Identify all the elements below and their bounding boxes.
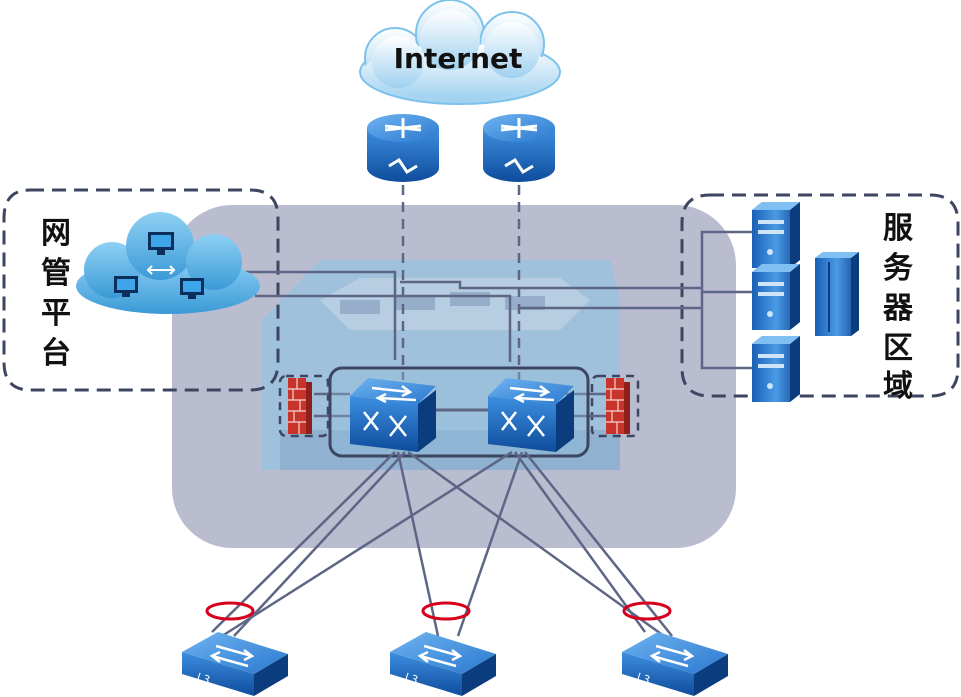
l3-switch-icon: [622, 632, 728, 696]
firewall-left-box: [278, 374, 330, 438]
access-switch-tag: L3: [403, 670, 420, 686]
core-switch-icon: [488, 378, 574, 452]
server-label: 服 务 器 区 域: [882, 211, 914, 404]
server-region: [680, 193, 960, 398]
management-label-char: 网: [41, 216, 71, 251]
firewall-icon: [288, 378, 312, 434]
management-region: [2, 188, 280, 392]
server-icon: [752, 202, 800, 268]
management-label-char: 台: [41, 336, 71, 371]
firewall-right: [606, 378, 630, 434]
server-label-char: 务: [883, 251, 913, 286]
internet-label: Internet: [394, 42, 523, 75]
firewall-left: [288, 378, 312, 434]
firewall-icon: [606, 378, 630, 434]
management-label-char: 平: [41, 296, 71, 331]
link-aggregation-ring-3: [622, 601, 672, 621]
server-3: [752, 336, 800, 402]
server-label-char: 器: [882, 291, 914, 326]
access-switch-1: L3: [182, 632, 288, 696]
server-1: [752, 202, 800, 268]
router-1: [367, 114, 439, 182]
server-icon: [752, 336, 800, 402]
access-switch-tag: L3: [635, 670, 652, 686]
cloud-icon: [359, 0, 561, 105]
access-switch-2: L3: [390, 632, 496, 696]
core-switch-icon: [350, 378, 436, 452]
link-aggregation-ring-2: [421, 601, 471, 621]
management-cloud-icon: [76, 212, 260, 314]
management-cloud: [76, 212, 260, 314]
server-label-char: 域: [883, 369, 913, 404]
management-label-char: 管: [41, 256, 71, 291]
server-label-char: 区: [883, 331, 913, 366]
router-icon: [367, 114, 439, 182]
access-switch-3: L3: [622, 632, 728, 696]
l3-switch-icon: [390, 632, 496, 696]
l3-switch-icon: [182, 632, 288, 696]
management-links: [240, 270, 512, 362]
router-icon: [483, 114, 555, 182]
downlinks: [211, 450, 673, 638]
link-aggregation-ring-1: [205, 601, 255, 621]
management-label: 网 管 平 台: [41, 216, 71, 371]
router-2: [483, 114, 555, 182]
core-switch-2: [488, 378, 574, 452]
internet-cloud: Internet: [359, 0, 561, 105]
access-switch-tag: L3: [195, 670, 212, 686]
server-links: [400, 230, 752, 370]
server-rack-icon: [815, 252, 859, 336]
core-switch-1: [350, 378, 436, 452]
firewall-right-box: [590, 374, 640, 438]
server-label-char: 服: [883, 211, 914, 246]
server-icon: [752, 264, 800, 330]
server-rack: [815, 252, 859, 336]
server-2: [752, 264, 800, 330]
